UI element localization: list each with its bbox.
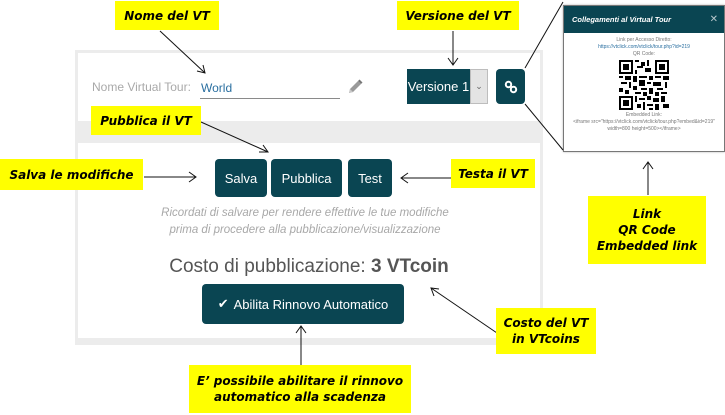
links-button[interactable]: [496, 69, 525, 104]
callout-link-line3: Embedded link: [596, 239, 698, 253]
embed-code-line1: <iframe src="https://vtclick.com/vtclick…: [573, 119, 715, 125]
callout-rinnovo-line1: E’ possibile abilitare il rinnovo: [196, 374, 404, 388]
auto-renew-label: Abilita Rinnovo Automatico: [233, 296, 389, 312]
callout-costo-line2: in VTcoins: [512, 332, 580, 346]
publication-cost: Costo di pubblicazione: 3 VTcoin: [80, 256, 538, 278]
cost-label: Costo di pubblicazione:: [169, 256, 366, 277]
cost-value: 3 VTcoin: [370, 256, 449, 277]
auto-renew-button[interactable]: ✔ Abilita Rinnovo Automatico: [202, 284, 404, 324]
callout-pubblica: Pubblica il VT: [91, 106, 201, 135]
save-button[interactable]: Salva: [215, 159, 267, 197]
callout-testa: Testa il VT: [451, 159, 535, 188]
embed-link-label: Embedded Link:: [625, 112, 663, 118]
tour-name-input[interactable]: [200, 77, 340, 99]
qr-code-icon: [619, 60, 669, 110]
links-modal: Collegamenti al Virtual Tour ✕ Link per …: [563, 5, 725, 152]
version-select[interactable]: Versione 1 ⌄: [407, 69, 488, 104]
callout-link: Link QR Code Embedded link: [588, 196, 706, 264]
direct-link[interactable]: https://vtclick.com/vtclick/tour.php?id=…: [598, 44, 690, 50]
qr-label: QR Code:: [632, 51, 656, 57]
modal-title: Collegamenti al Virtual Tour: [572, 15, 672, 24]
publish-button[interactable]: Pubblica: [271, 159, 342, 197]
callout-rinnovo: E’ possibile abilitare il rinnovo automa…: [189, 365, 411, 413]
link-icon: [504, 80, 517, 93]
direct-link-label: Link per Accesso Diretto:: [616, 37, 672, 43]
save-hint: Ricordati di salvare per rendere effetti…: [140, 205, 470, 239]
modal-header: Collegamenti al Virtual Tour ✕: [564, 6, 724, 33]
callout-link-line2: QR Code: [618, 223, 676, 237]
embed-code-line2: width=800 height=500></iframe>: [607, 126, 681, 132]
chevron-down-icon[interactable]: ⌄: [470, 69, 488, 104]
callout-salva: Salva le modifiche: [0, 159, 143, 190]
modal-body: Link per Accesso Diretto: https://vtclic…: [564, 33, 724, 133]
save-hint-line2: prima di procedere alla pubblicazione/vi…: [169, 224, 441, 236]
test-button[interactable]: Test: [348, 159, 392, 197]
callout-link-line1: Link: [632, 207, 662, 221]
pencil-icon[interactable]: [346, 78, 364, 96]
close-icon[interactable]: ✕: [709, 14, 718, 25]
version-selected-value: Versione 1: [407, 69, 470, 104]
callout-costo-line1: Costo del VT: [503, 316, 589, 330]
callout-costo: Costo del VT in VTcoins: [496, 308, 596, 354]
checkmark-icon: ✔: [217, 296, 229, 311]
callout-rinnovo-line2: automatico alla scadenza: [214, 390, 386, 404]
save-hint-line1: Ricordati di salvare per rendere effetti…: [161, 207, 449, 219]
callout-nome: Nome del VT: [115, 1, 219, 30]
callout-versione: Versione del VT: [397, 1, 519, 30]
tour-name-label: Nome Virtual Tour:: [92, 80, 191, 94]
